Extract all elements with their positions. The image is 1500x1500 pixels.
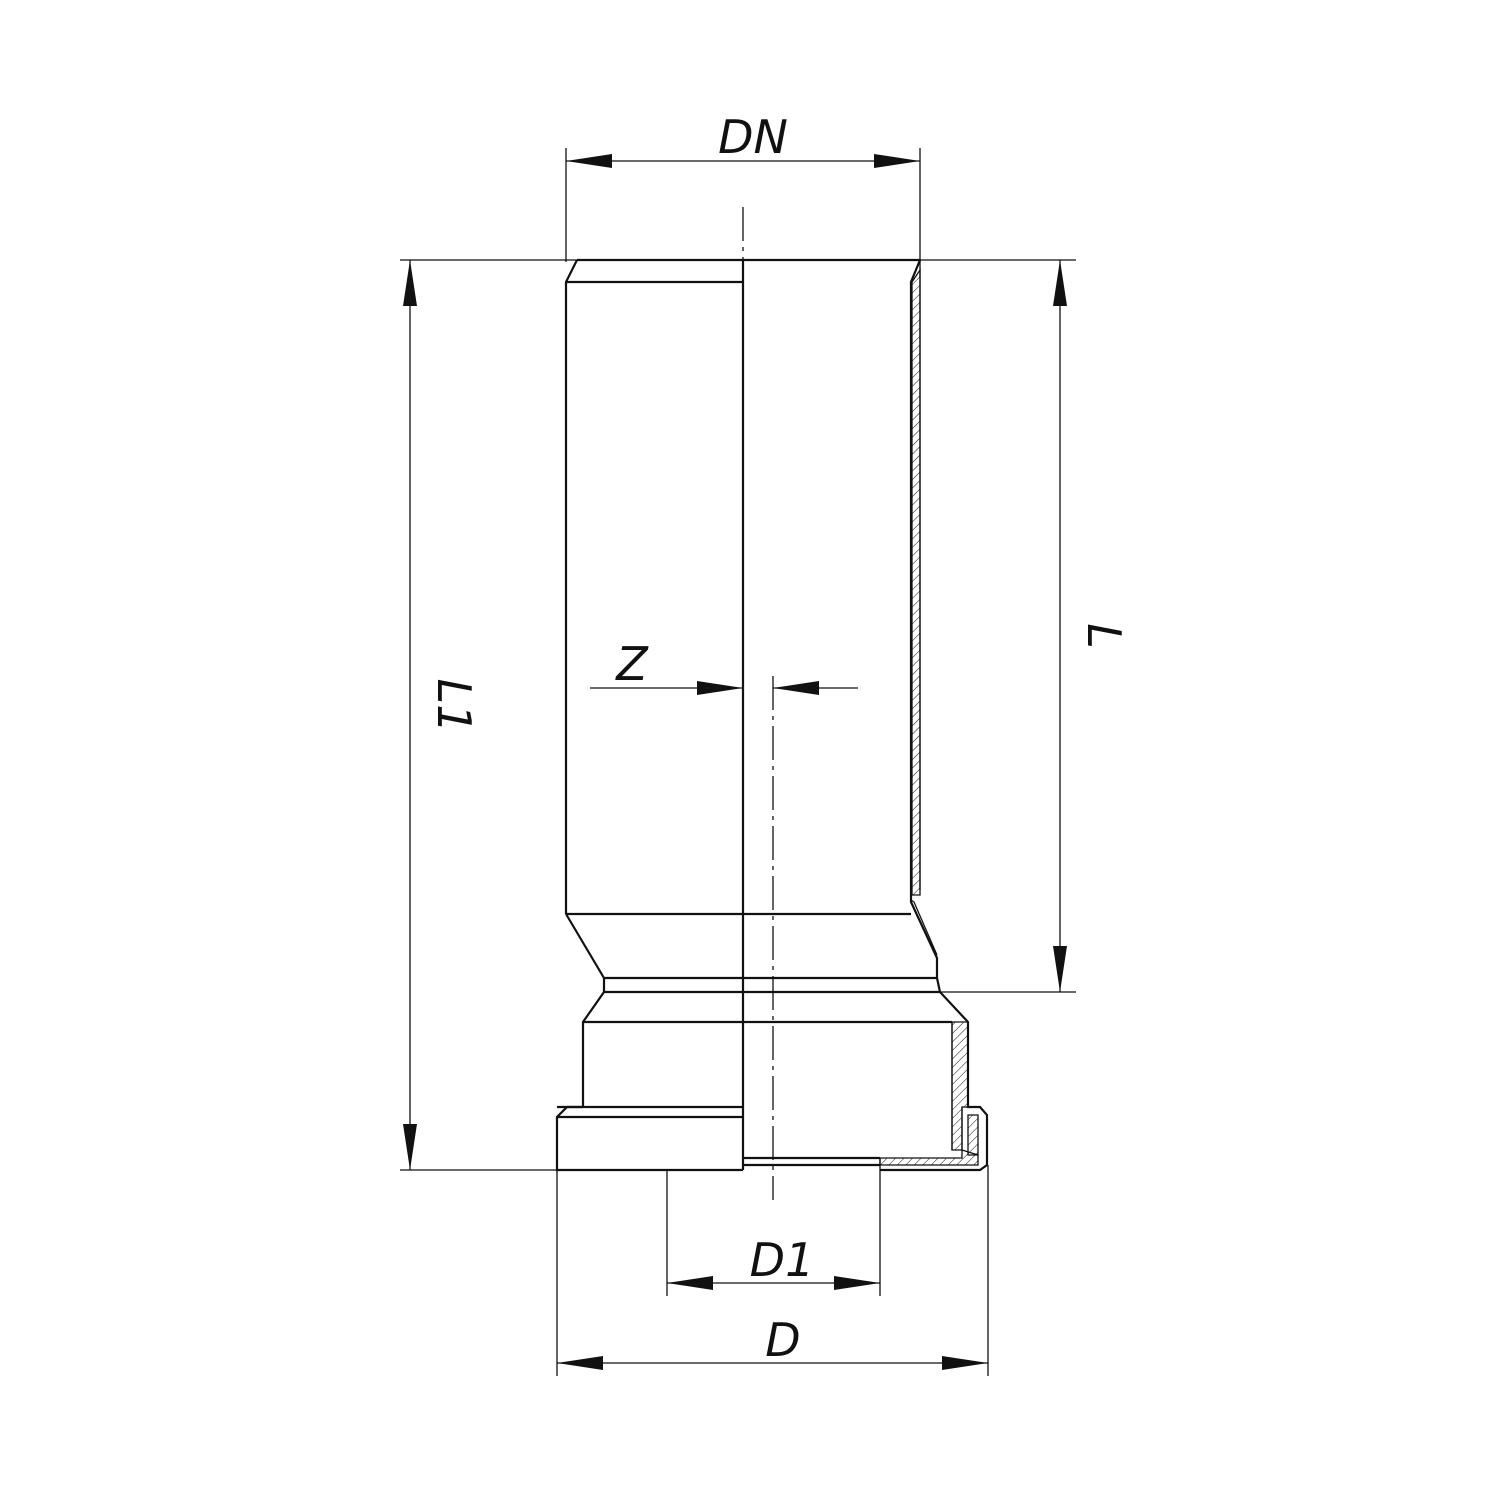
dimension-z	[590, 681, 858, 695]
dimension-dn	[565, 148, 921, 262]
dimension-l1	[400, 259, 577, 1171]
fitting-body-left-view	[555, 258, 743, 1172]
label-l: L	[1077, 623, 1131, 649]
label-d: D	[765, 1313, 800, 1367]
label-dn: DN	[718, 110, 788, 164]
label-d1: D1	[750, 1233, 815, 1287]
dimension-d1	[666, 1158, 881, 1296]
fitting-body-section-view	[741, 258, 989, 1172]
label-l1: L1	[427, 679, 481, 734]
label-z: Z	[614, 637, 649, 691]
dimension-d	[556, 1165, 989, 1376]
dimension-l	[920, 259, 1076, 993]
